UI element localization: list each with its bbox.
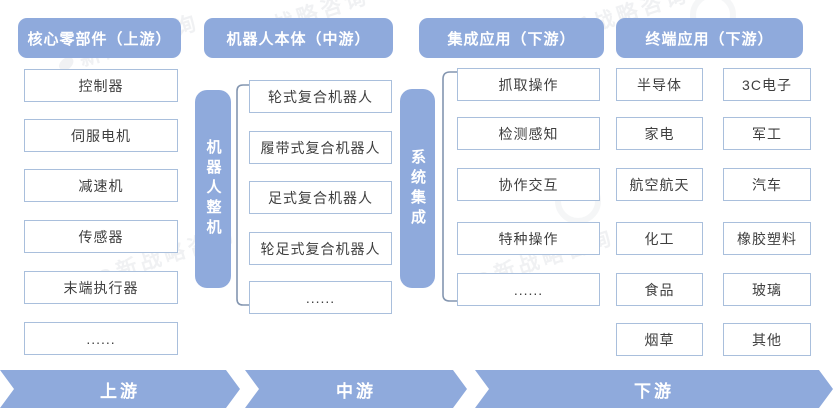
item-glass: 玻璃	[723, 273, 811, 306]
sidebar-system-integration: 系统集成	[400, 89, 435, 288]
item-automotive: 汽车	[723, 168, 811, 201]
bracket-integration	[442, 71, 457, 302]
item-home-appliance: 家电	[616, 117, 703, 150]
item-rubber-plastic: 橡胶塑料	[723, 222, 811, 255]
item-reducer: 减速机	[24, 169, 178, 202]
item-end-effector: 末端执行器	[24, 271, 178, 304]
item-chemical: 化工	[616, 222, 703, 255]
item-tracked-composite-robot: 履带式复合机器人	[249, 131, 392, 164]
item-other: 其他	[723, 323, 811, 356]
sidebar-robot-complete-machine: 机器人整机	[195, 90, 231, 288]
item-aerospace: 航空航天	[616, 168, 703, 201]
item-servo-motor: 伺服电机	[24, 119, 178, 152]
item-core-ellipsis: ......	[24, 322, 178, 355]
header-robot-body: 机器人本体（中游）	[204, 18, 393, 58]
item-collaborative-interaction: 协作交互	[457, 168, 600, 201]
bracket-robot-body	[236, 84, 250, 306]
item-wheeled-composite-robot: 轮式复合机器人	[249, 80, 392, 113]
item-food: 食品	[616, 273, 703, 306]
item-military: 军工	[723, 117, 811, 150]
flow-arrow-downstream: 下游	[475, 370, 833, 408]
header-core-components: 核心零部件（上游）	[18, 18, 181, 58]
item-integration-ellipsis: ......	[457, 273, 600, 306]
item-wheel-leg-composite-robot: 轮足式复合机器人	[249, 232, 392, 265]
item-sensor: 传感器	[24, 220, 178, 253]
flow-arrow-upstream: 上游	[0, 370, 240, 408]
header-end-applications: 终端应用（下游）	[616, 18, 803, 58]
item-body-ellipsis: ......	[249, 281, 392, 314]
item-grasping-operation: 抓取操作	[457, 68, 600, 101]
header-integration: 集成应用（下游）	[419, 18, 604, 58]
item-detection-sensing: 检测感知	[457, 117, 600, 150]
flow-arrow-midstream: 中游	[245, 370, 467, 408]
item-special-operation: 特种操作	[457, 222, 600, 255]
item-semiconductor: 半导体	[616, 68, 703, 101]
item-legged-composite-robot: 足式复合机器人	[249, 181, 392, 214]
item-controller: 控制器	[24, 69, 178, 102]
item-3c-electronics: 3C电子	[723, 68, 811, 101]
item-tobacco: 烟草	[616, 323, 703, 356]
